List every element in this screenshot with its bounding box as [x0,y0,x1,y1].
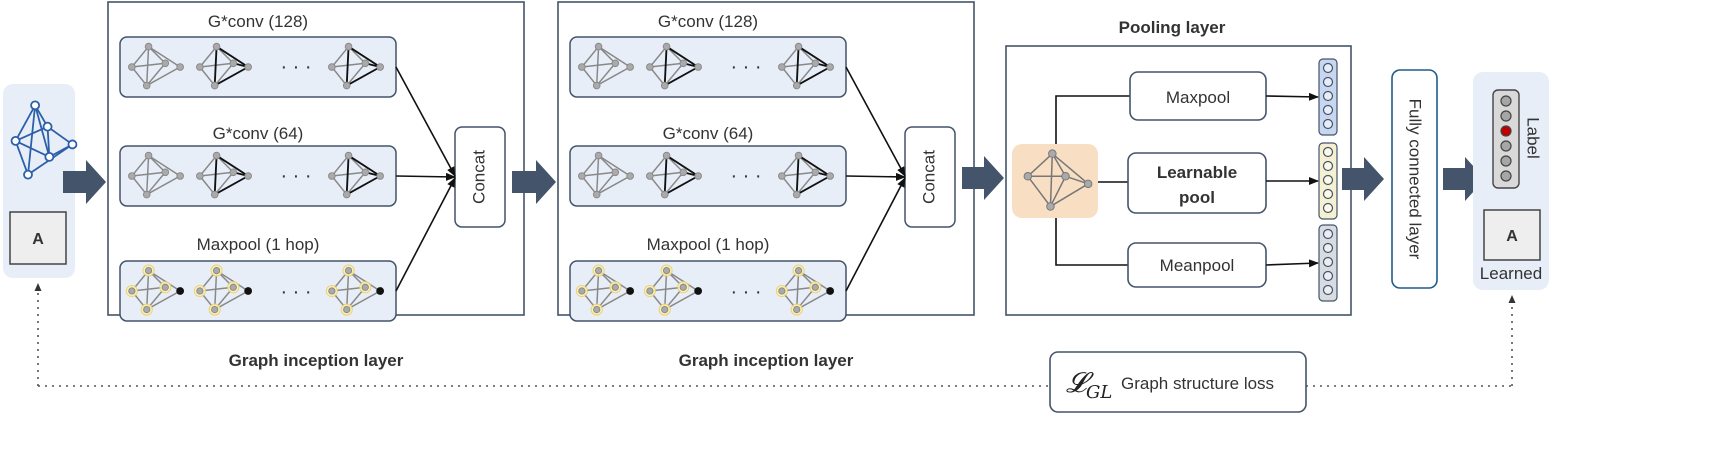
branch-line [1055,218,1128,266]
connector-arrow [845,66,906,177]
inception-2-caption: Graph inception layer [679,351,854,370]
branch-line [1055,95,1130,144]
maxpool-label: Maxpool [1166,88,1230,107]
input-matrix-label: A [32,231,44,248]
inception-1-row-3-title: Maxpool (1 hop) [197,235,320,254]
meanpool-vector [1318,224,1338,302]
ellipsis: · · · [280,165,311,187]
flow-arrow-2 [512,160,556,204]
connector-arrow [845,177,906,292]
inception-layer-2: G*conv (128) · · · G*conv (64) · · · Max… [557,1,975,370]
learned-caption: Learned [1480,264,1542,283]
learnable-pool-box [1127,152,1267,214]
output-matrix-label: A [1506,228,1518,245]
inception-2-row-2-title: G*conv (64) [663,124,754,143]
connector-arrow [1265,259,1319,268]
learned-adjacency-matrix [1483,209,1541,261]
loss-text: Graph structure loss [1121,374,1274,393]
inception-1-concat-label: Concat [469,150,488,204]
inception-layer-1: G*conv (128) · · · G*conv (64) · · · Max… [107,1,525,370]
label-vector [1492,89,1520,189]
meanpool-label: Meanpool [1160,256,1235,275]
inception-2-row-1-title: G*conv (128) [658,12,758,31]
loss-subscript: GL [1086,382,1112,403]
maxpool-vector [1318,58,1338,136]
connector-arrow [845,172,906,181]
connector-arrow [395,172,456,181]
connector-arrow [395,66,456,177]
fc-layer-label: Fully connected layer [1406,99,1425,260]
pooling-title: Pooling layer [1119,18,1226,37]
ellipsis: · · · [730,165,761,187]
inception-1-caption: Graph inception layer [229,351,404,370]
inception-2-concat-label: Concat [919,150,938,204]
inception-2-row-3-title: Maxpool (1 hop) [647,235,770,254]
ellipsis: · · · [730,281,761,303]
connector-arrow [1265,92,1319,101]
pooling-layer: Pooling layer Maxpool Learnable pool Mea… [1005,18,1352,316]
fc-layer: Fully connected layer [1391,69,1438,289]
output-label-caption: Label [1524,117,1543,159]
input-adjacency-matrix [9,211,67,265]
inception-1-row-2-title: G*conv (64) [213,124,304,143]
flow-arrow-1 [63,160,106,204]
label-selected-node [1500,125,1512,137]
pooled-graph-panel [1012,144,1098,218]
input-panel: A [3,84,78,278]
learnable-pool-label-line2: pool [1179,188,1215,207]
ellipsis: · · · [280,56,311,78]
graph-structure-loss: 𝓛 GL Graph structure loss [34,283,1516,413]
learnable-pool-vector [1318,142,1338,220]
loss-box [1049,351,1307,413]
connector-arrow [395,177,456,292]
inception-1-row-1-title: G*conv (128) [208,12,308,31]
ellipsis: · · · [730,56,761,78]
output-panel: Label A Learned [1473,72,1549,290]
ellipsis: · · · [280,281,311,303]
learnable-pool-label-line1: Learnable [1157,163,1237,182]
flow-arrow-4 [1342,157,1384,201]
flow-arrow-3 [962,156,1004,200]
